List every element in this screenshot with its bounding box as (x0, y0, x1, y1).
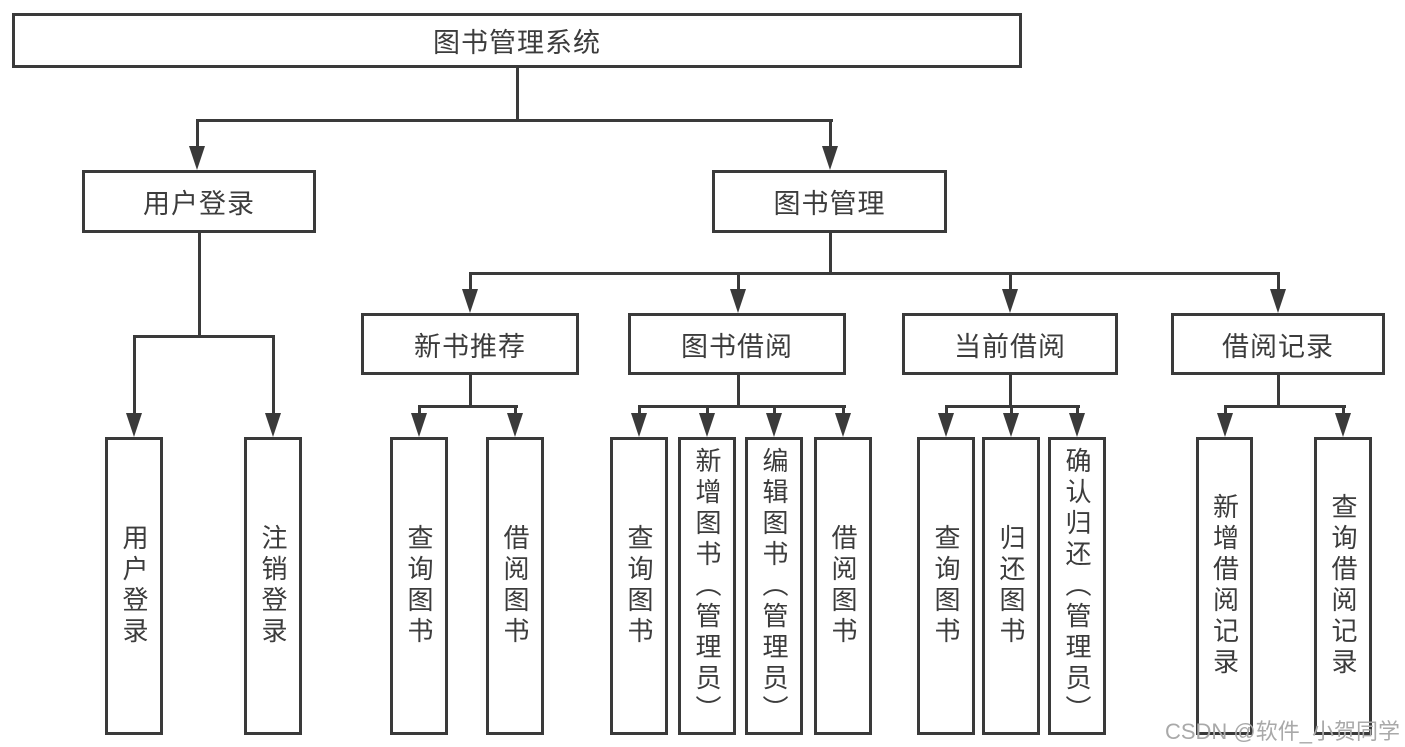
arrow-down-icon (462, 289, 478, 313)
connector-borrow-hbar (638, 405, 846, 408)
node-label: 新增图书（管理员） (692, 446, 722, 726)
connector-drop (469, 272, 472, 292)
node-label: 确认归还（管理员） (1062, 446, 1092, 726)
leaf-query-borrow-record: 查询借阅记录 (1314, 437, 1372, 735)
leaf-query-books-rec: 查询图书 (390, 437, 448, 735)
leaf-borrow-books-rec: 借阅图书 (486, 437, 544, 735)
arrow-down-icon (411, 413, 427, 437)
node-root: 图书管理系统 (12, 13, 1022, 68)
leaf-add-books-admin: 新增图书（管理员） (678, 437, 736, 735)
node-label: 用户登录 (143, 189, 255, 219)
connector-drop (706, 405, 709, 417)
connector-bookmgmt-trunk (829, 233, 832, 274)
node-label: 查询借阅记录 (1328, 493, 1358, 679)
node-label: 新增借阅记录 (1209, 493, 1240, 679)
node-label: 借阅图书 (500, 524, 530, 648)
node-label: 查询图书 (624, 524, 654, 648)
node-current-borrow: 当前借阅 (902, 313, 1118, 375)
connector-root-trunk (516, 68, 519, 121)
node-label: 归还图书 (996, 524, 1026, 648)
connector-level3-hbar (469, 272, 1280, 275)
node-user-login: 用户登录 (82, 170, 316, 233)
connector-drop (514, 405, 517, 417)
connector-level1-hbar (196, 119, 833, 122)
leaf-query-books-current: 查询图书 (917, 437, 975, 735)
arrow-down-icon (1003, 413, 1019, 437)
connector-userlogin-trunk (198, 233, 201, 336)
arrow-down-icon (126, 413, 142, 437)
connector-drop (945, 405, 948, 417)
arrow-down-icon (1217, 413, 1233, 437)
node-label: 注销登录 (258, 524, 288, 648)
connector-drop (133, 335, 136, 415)
connector-drop (773, 405, 776, 417)
connector-drop (1076, 405, 1079, 417)
connector-drop (842, 405, 845, 417)
arrow-down-icon (1270, 289, 1286, 313)
arrow-down-icon (1069, 413, 1085, 437)
node-label: 借阅记录 (1222, 331, 1334, 362)
node-label: 图书管理系统 (433, 28, 601, 58)
connector-current-trunk (1009, 375, 1012, 406)
leaf-return-books: 归还图书 (982, 437, 1040, 735)
leaf-query-books-borrow: 查询图书 (610, 437, 668, 735)
leaf-confirm-return-admin: 确认归还（管理员） (1048, 437, 1106, 735)
connector-newrec-trunk (469, 375, 472, 406)
connector-drop (418, 405, 421, 417)
arrow-down-icon (699, 413, 715, 437)
connector-drop (737, 272, 740, 292)
connector-drop (272, 335, 275, 415)
arrow-down-icon (835, 413, 851, 437)
connector-drop (1277, 272, 1280, 292)
node-borrow-record: 借阅记录 (1171, 313, 1385, 375)
arrow-down-icon (1335, 413, 1351, 437)
node-label: 用户登录 (119, 524, 149, 648)
connector-userlogin-hbar (133, 335, 275, 338)
arrow-down-icon (265, 413, 281, 437)
leaf-user-login: 用户登录 (105, 437, 163, 735)
node-label: 图书借阅 (681, 331, 793, 362)
connector-drop (196, 119, 199, 149)
arrow-down-icon (507, 413, 523, 437)
arrow-down-icon (822, 146, 838, 170)
arrow-down-icon (938, 413, 954, 437)
node-book-borrow: 图书借阅 (628, 313, 846, 375)
leaf-add-borrow-record: 新增借阅记录 (1196, 437, 1253, 735)
arrow-down-icon (730, 289, 746, 313)
connector-record-hbar (1224, 405, 1346, 408)
node-label: 查询图书 (931, 524, 961, 648)
watermark: CSDN @软件_小贺同学 (1164, 719, 1400, 744)
node-label: 借阅图书 (828, 524, 858, 648)
connector-borrow-trunk (737, 375, 740, 406)
connector-drop (638, 405, 641, 417)
connector-drop (1010, 405, 1013, 417)
leaf-borrow-books: 借阅图书 (814, 437, 872, 735)
connector-record-trunk (1277, 375, 1280, 406)
connector-drop (1224, 405, 1227, 417)
node-book-management: 图书管理 (712, 170, 947, 233)
node-label: 图书管理 (773, 189, 886, 219)
arrow-down-icon (1002, 289, 1018, 313)
connector-drop (1342, 405, 1345, 417)
arrow-down-icon (631, 413, 647, 437)
node-new-book-recommend: 新书推荐 (361, 313, 579, 375)
leaf-edit-books-admin: 编辑图书（管理员） (745, 437, 803, 735)
node-label: 查询图书 (404, 524, 434, 648)
connector-newrec-hbar (418, 405, 518, 408)
node-label: 编辑图书（管理员） (759, 446, 789, 726)
node-label: 新书推荐 (414, 331, 526, 362)
arrow-down-icon (766, 413, 782, 437)
connector-drop (1009, 272, 1012, 292)
arrow-down-icon (189, 146, 205, 170)
node-label: 当前借阅 (954, 331, 1066, 362)
leaf-logout: 注销登录 (244, 437, 302, 735)
connector-drop (829, 119, 832, 149)
